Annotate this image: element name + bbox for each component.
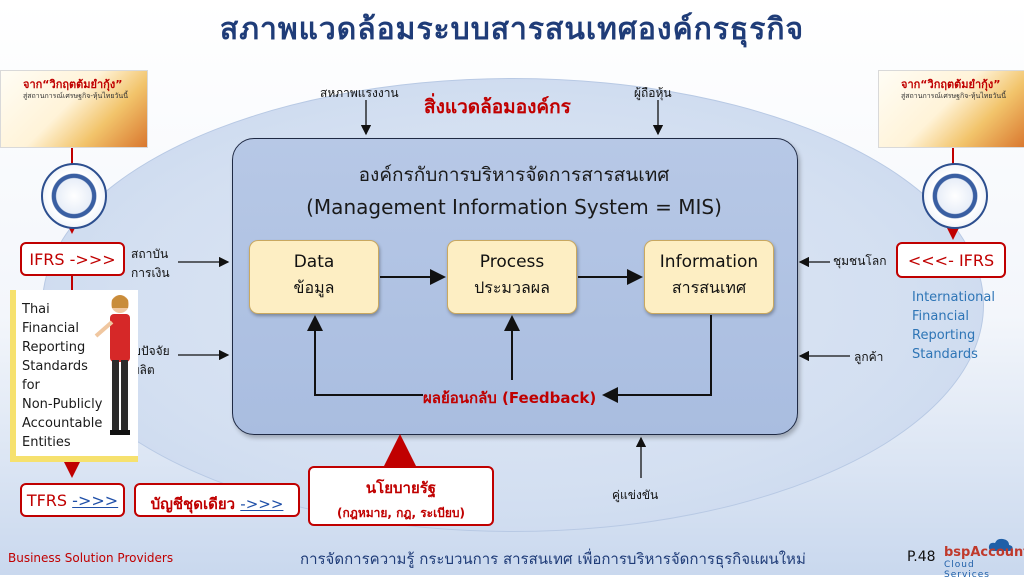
information-box: Information สารสนเทศ bbox=[644, 240, 774, 314]
page-number: P.48 bbox=[907, 549, 936, 565]
single-book-button[interactable]: บัญชีชุดเดียว ->>> bbox=[134, 483, 300, 517]
right-thumb-title: จาก“วิกฤตต้มยำกุ้ง” bbox=[901, 78, 1001, 91]
single-book-label: บัญชีชุดเดียว bbox=[150, 495, 241, 513]
tfrs-label: TFRS bbox=[26, 491, 73, 510]
left-thumb-subtitle: สู่สถานการณ์เศรษฐกิจ-หุ้นไทยวันนี้ bbox=[23, 92, 128, 100]
presenter-figure-icon bbox=[94, 295, 130, 435]
shareholders-label: ผู้ถือหุ้น bbox=[634, 86, 672, 100]
tfrs-button[interactable]: TFRS ->>> bbox=[20, 483, 125, 517]
footer-tagline: การจัดการความรู้ กระบวนการ สารสนเทศ เพื่… bbox=[300, 550, 806, 568]
state-policy-title: นโยบายรัฐ bbox=[365, 479, 437, 497]
brand-logo-subtext: Cloud Services bbox=[944, 560, 990, 580]
customers-label: ลูกค้า bbox=[854, 350, 884, 364]
ifrs-left-label: IFRS ->>> bbox=[29, 250, 116, 269]
environment-title: สิ่งแวดล้อมองค์กร bbox=[424, 96, 571, 118]
process-box: Process ประมวลผล bbox=[447, 240, 577, 314]
ifrs-left-button[interactable]: IFRS ->>> bbox=[20, 242, 125, 276]
data-box-label-en: Data bbox=[293, 252, 335, 272]
mis-title-english: (Management Information System = MIS) bbox=[306, 195, 722, 219]
tfrs-link[interactable]: ->>> bbox=[72, 491, 119, 510]
imf-logo-left bbox=[41, 163, 107, 229]
ifrs-right-label: <<<- IFRS bbox=[907, 251, 995, 270]
right-news-thumbnail[interactable]: จาก“วิกฤตต้มยำกุ้ง” สู่สถานการณ์เศรษฐกิจ… bbox=[878, 70, 1024, 148]
labor-union-label: สหภาพแรงงาน bbox=[320, 86, 399, 100]
information-box-label-th: สารสนเทศ bbox=[671, 278, 747, 297]
page-title: สภาพแวดล้อมระบบสารสนเทศองค์กรธุรกิจ bbox=[219, 12, 805, 47]
imf-logo-right bbox=[922, 163, 988, 229]
left-news-thumbnail[interactable]: จาก“วิกฤตต้มยำกุ้ง” สู่สถานการณ์เศรษฐกิจ… bbox=[0, 70, 148, 148]
cloud-icon bbox=[988, 538, 1013, 551]
data-box: Data ข้อมูล bbox=[249, 240, 379, 314]
competitors-label: คู่แข่งขัน bbox=[612, 488, 659, 502]
information-box-label-en: Information bbox=[659, 252, 759, 272]
left-thumb-title: จาก“วิกฤตต้มยำกุ้ง” bbox=[23, 78, 123, 91]
ifrs-standards-text: International Financial Reporting Standa… bbox=[912, 290, 995, 362]
footer-company: Business Solution Providers bbox=[8, 551, 174, 565]
right-thumb-subtitle: สู่สถานการณ์เศรษฐกิจ-หุ้นไทยวันนี้ bbox=[901, 92, 1006, 100]
process-box-label-en: Process bbox=[479, 252, 545, 272]
ifrs-right-button[interactable]: <<<- IFRS bbox=[896, 242, 1006, 278]
single-book-link[interactable]: ->>> bbox=[240, 495, 284, 513]
data-box-label-th: ข้อมูล bbox=[293, 278, 335, 297]
state-policy-subtitle: (กฎหมาย, กฎ, ระเบียบ) bbox=[337, 506, 465, 520]
arrow-information-to-feedback bbox=[602, 315, 712, 403]
state-policy-box: นโยบายรัฐ (กฎหมาย, กฎ, ระเบียบ) bbox=[308, 466, 494, 526]
process-box-label-th: ประมวลผล bbox=[474, 278, 550, 297]
financial-institution-label: สถาบัน การเงิน bbox=[131, 247, 170, 280]
world-community-label: ชุมชนโลก bbox=[833, 254, 887, 268]
arrow-feedback-to-data bbox=[307, 315, 423, 396]
feedback-label: ผลย้อนกลับ (Feedback) bbox=[423, 389, 597, 407]
tfrs-standards-text: Thai Financial Reporting Standards for N… bbox=[22, 302, 103, 450]
mis-title-thai: องค์กรกับการบริหารจัดการสารสนเทศ bbox=[358, 164, 670, 186]
brand-logo-text: bspAccount bbox=[944, 545, 1024, 560]
